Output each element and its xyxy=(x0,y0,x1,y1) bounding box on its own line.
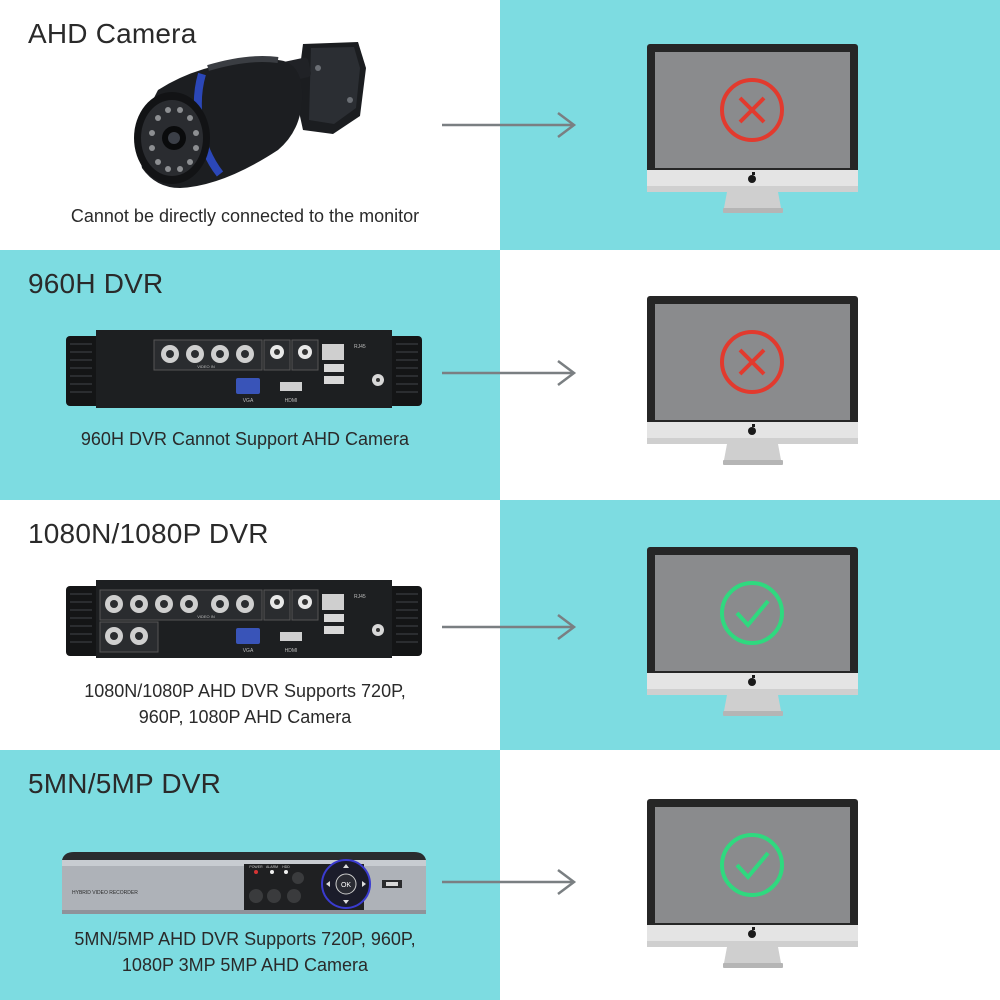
caption-line: Cannot be directly connected to the moni… xyxy=(70,206,420,226)
video-in-label: VIDEO IN xyxy=(197,364,215,369)
hdmi-label: HDMI xyxy=(285,648,298,654)
arrow-right-icon xyxy=(442,112,577,138)
row-960h-dvr: 960H DVR VIDEO IN RJ45 VGA HDMI 960H DVR… xyxy=(0,250,1000,500)
ok-label: OK xyxy=(341,882,351,889)
row-5mp-dvr: 5MN/5MP DVR HYBRID VIDEO RECORDER POWER … xyxy=(0,750,1000,1000)
row-left-panel: 5MN/5MP DVR HYBRID VIDEO RECORDER POWER … xyxy=(0,750,500,1000)
vga-label: VGA xyxy=(243,398,254,404)
hdmi-label: HDMI xyxy=(285,398,298,404)
caption-line: 1080N/1080P AHD DVR Supports 720P, xyxy=(84,681,406,701)
cross-icon xyxy=(720,78,784,142)
row-1080p-dvr: 1080N/1080P DVR VIDEO IN RJ45 VGA HDMI xyxy=(0,500,1000,750)
video-in-label: VIDEO IN xyxy=(197,614,215,619)
monitor-icon xyxy=(647,44,858,213)
alarm-label: ALARM xyxy=(266,865,278,869)
row-left-panel: AHD Camera Cannot be direc xyxy=(0,0,500,250)
row-ahd-camera: AHD Camera Cannot be direc xyxy=(0,0,1000,250)
dvr-5mp-image: HYBRID VIDEO RECORDER POWER ALARM HDD OK xyxy=(62,852,426,914)
vga-label: VGA xyxy=(243,648,254,654)
monitor-icon xyxy=(647,799,858,968)
arrow-right-icon xyxy=(442,360,577,386)
check-icon xyxy=(720,581,784,645)
row-title: 1080N/1080P DVR xyxy=(28,518,269,549)
row-title: 960H DVR xyxy=(28,268,164,299)
check-icon xyxy=(720,833,784,897)
apple-logo-icon xyxy=(748,424,756,435)
ahd-camera-image xyxy=(134,42,366,188)
dvr-960h-image: VIDEO IN RJ45 VGA HDMI xyxy=(66,330,422,408)
monitor-icon xyxy=(647,547,858,716)
row-title: AHD Camera xyxy=(28,18,197,49)
power-label: POWER xyxy=(249,865,263,869)
row-caption: Cannot be directly connected to the moni… xyxy=(0,203,490,229)
row-caption: 960H DVR Cannot Support AHD Camera xyxy=(0,426,490,452)
row-title: 5MN/5MP DVR xyxy=(28,768,222,799)
dvr-1080p-image: VIDEO IN RJ45 VGA HDMI xyxy=(66,580,422,658)
caption-line: 5MN/5MP AHD DVR Supports 720P, 960P, xyxy=(74,929,416,949)
row-caption: 5MN/5MP AHD DVR Supports 720P, 960P, 108… xyxy=(0,926,490,978)
arrow-right-icon xyxy=(442,869,577,895)
rj45-label: RJ45 xyxy=(354,344,366,350)
caption-line: 1080P 3MP 5MP AHD Camera xyxy=(121,955,369,975)
apple-logo-icon xyxy=(748,172,756,183)
monitor-icon xyxy=(647,296,858,465)
caption-line: 960H DVR Cannot Support AHD Camera xyxy=(80,429,410,449)
row-left-panel: 1080N/1080P DVR VIDEO IN RJ45 VGA HDMI xyxy=(0,500,500,750)
rj45-label: RJ45 xyxy=(354,594,366,600)
hybrid-recorder-label: HYBRID VIDEO RECORDER xyxy=(72,890,138,896)
row-left-panel: 960H DVR VIDEO IN RJ45 VGA HDMI 960H DVR… xyxy=(0,250,500,500)
hdd-label: HDD xyxy=(282,865,290,869)
caption-line: 960P, 1080P AHD Camera xyxy=(138,707,352,727)
apple-logo-icon xyxy=(748,675,756,686)
apple-logo-icon xyxy=(748,927,756,938)
arrow-right-icon xyxy=(442,614,577,640)
row-caption: 1080N/1080P AHD DVR Supports 720P, 960P,… xyxy=(0,678,490,730)
cross-icon xyxy=(720,330,784,394)
